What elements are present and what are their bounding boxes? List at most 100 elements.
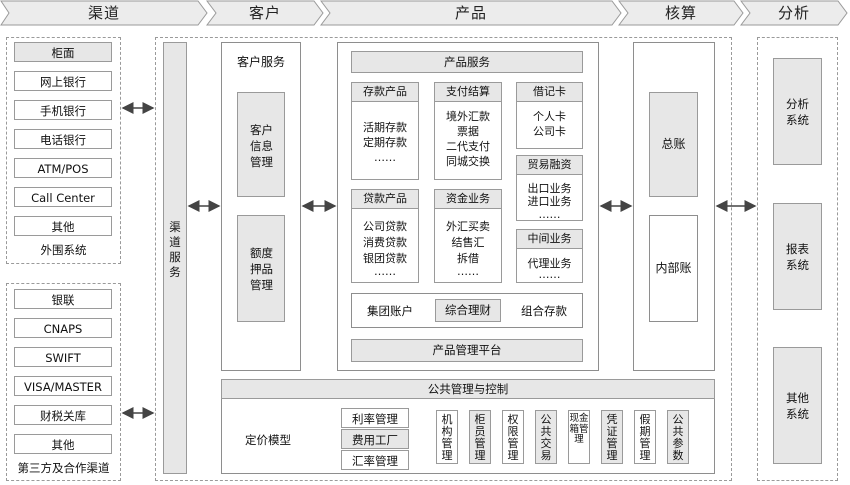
- other-system-label: 其他系统: [786, 391, 809, 421]
- customer-info-label: 客户信息管理: [250, 123, 273, 169]
- chevron-shape: [618, 0, 744, 26]
- deposit-product-title: 存款产品: [352, 83, 418, 102]
- customer-service-title: 客户服务: [236, 55, 285, 69]
- analysis-group: [757, 37, 838, 481]
- stage-label: 产品: [454, 4, 487, 22]
- payment-settlement-box: 支付结算 境外汇款 票据 二代支付 同城交换: [434, 82, 502, 180]
- collateral-box: [237, 215, 285, 322]
- deposit-product-lines: 活期存款 定期存款 ……: [352, 120, 418, 165]
- channel-other: 其他: [14, 216, 112, 236]
- debit-card-lines: 个人卡 公司卡: [517, 109, 582, 139]
- module-public-txn: 公共交易: [535, 410, 557, 464]
- trade-line: 进口业务: [527, 195, 572, 208]
- channel-tax-customs: 财税关库: [14, 405, 112, 425]
- wealth-mgmt: 综合理财: [435, 299, 501, 322]
- product-bottom-row: [351, 293, 583, 328]
- module-teller-mgmt: 柜员管理: [469, 410, 491, 464]
- chevron-shape: [206, 0, 324, 26]
- stage-accounting: 核算: [618, 0, 744, 26]
- report-system-label: 报表系统: [786, 242, 809, 272]
- analysis-system: [773, 58, 822, 165]
- third-party-group: [6, 283, 121, 481]
- module-voucher-mgmt: 凭证管理: [601, 410, 623, 464]
- payment-settlement-lines: 境外汇款 票据 二代支付 同城交换: [435, 109, 501, 169]
- channel-mobile-banking: 手机银行: [14, 100, 112, 120]
- module-cash-box-mgmt: 现金箱管理: [568, 410, 590, 464]
- stage-label: 分析: [777, 4, 810, 22]
- channel-service-label: 渠道服务: [169, 220, 181, 279]
- internal-account: 内部账: [649, 215, 698, 322]
- treasury-lines: 外汇买卖 结售汇 拆借 ……: [435, 219, 501, 277]
- stage-label: 核算: [664, 4, 697, 22]
- module-public-params: 公共参数: [667, 410, 689, 464]
- fee-factory: 费用工厂: [341, 429, 409, 449]
- debit-card-line: 个人卡: [533, 110, 566, 123]
- deposit-line: 活期存款: [363, 121, 407, 134]
- intermediary-lines: 代理业务 ……: [517, 257, 582, 281]
- debit-card-line: 公司卡: [533, 125, 566, 138]
- stage-channel: 渠道: [0, 0, 208, 26]
- payment-line: 境外汇款: [446, 110, 490, 123]
- stage-analysis: 分析: [740, 0, 848, 26]
- treasury-line: ……: [457, 265, 479, 278]
- module-org-mgmt: 机构管理: [436, 410, 458, 464]
- interest-rate-mgmt: 利率管理: [341, 408, 409, 428]
- stage-label: 渠道: [87, 4, 120, 22]
- channel-call-center: Call Center: [14, 187, 112, 207]
- trade-finance-lines: 出口业务 进口业务 ……: [517, 182, 582, 221]
- other-system: [773, 347, 822, 464]
- deposit-line: 定期存款: [363, 136, 407, 149]
- chevron-shape: [320, 0, 622, 26]
- general-ledger: 总账: [649, 92, 698, 197]
- loan-product-lines: 公司贷款 消费贷款 银团贷款 ……: [352, 219, 418, 277]
- public-mgmt-title: 公共管理与控制: [221, 379, 715, 399]
- loan-line: 公司贷款: [363, 220, 407, 233]
- treasury-line: 结售汇: [451, 236, 485, 249]
- intermediary-line: ……: [538, 268, 561, 281]
- treasury-title: 资金业务: [435, 190, 501, 209]
- intermediary-title: 中间业务: [517, 230, 582, 249]
- trade-finance-box: 贸易融资 出口业务 进口业务 ……: [516, 155, 583, 221]
- payment-line: 二代支付: [446, 140, 490, 153]
- loan-product-title: 贷款产品: [352, 190, 418, 209]
- intermediary-box: 中间业务 代理业务 ……: [516, 229, 583, 283]
- analysis-system-label: 分析系统: [786, 97, 809, 127]
- outer-systems-group: [6, 37, 121, 264]
- channel-visa-master: VISA/MASTER: [14, 376, 112, 396]
- stage-customer: 客户: [206, 0, 324, 26]
- report-system: [773, 203, 822, 310]
- stage-label: 客户: [248, 4, 281, 22]
- chevron-shape: [0, 0, 208, 26]
- channel-cnaps: CNAPS: [14, 318, 112, 338]
- core-system-group: [155, 37, 732, 481]
- channel-atm-pos: ATM/POS: [14, 158, 112, 178]
- channel-unionpay: 银联: [14, 289, 112, 309]
- channel-swift: SWIFT: [14, 347, 112, 367]
- trade-line: ……: [538, 208, 561, 221]
- debit-card-box: 借记卡 个人卡 公司卡: [516, 82, 583, 149]
- treasury-line: 外汇买卖: [446, 220, 490, 233]
- loan-line: ……: [374, 265, 396, 278]
- pricing-model-label: 定价模型: [245, 433, 291, 447]
- deposit-product-box: 存款产品 活期存款 定期存款 ……: [351, 82, 419, 180]
- stage-product: 产品: [320, 0, 622, 26]
- payment-settlement-title: 支付结算: [435, 83, 501, 102]
- module-holiday-mgmt: 假期管理: [634, 410, 656, 464]
- customer-service-box: [221, 42, 301, 371]
- treasury-line: 拆借: [457, 252, 479, 265]
- deposit-line: ……: [374, 151, 396, 164]
- exchange-rate-mgmt: 汇率管理: [341, 450, 409, 470]
- module-permission-mgmt: 权限管理: [502, 410, 524, 464]
- chevron-shape: [740, 0, 848, 26]
- combined-deposit: 组合存款: [521, 304, 567, 318]
- loan-line: 银团贷款: [363, 252, 407, 265]
- trade-line: 出口业务: [527, 182, 572, 195]
- accounting-area: [633, 42, 715, 371]
- intermediary-line: 代理业务: [527, 257, 572, 270]
- loan-line: 消费贷款: [363, 236, 407, 249]
- group-account: 集团账户: [367, 304, 413, 318]
- channel-counter: 柜面: [14, 42, 112, 62]
- channel-third-other: 其他: [14, 434, 112, 454]
- customer-info-box: [237, 92, 285, 197]
